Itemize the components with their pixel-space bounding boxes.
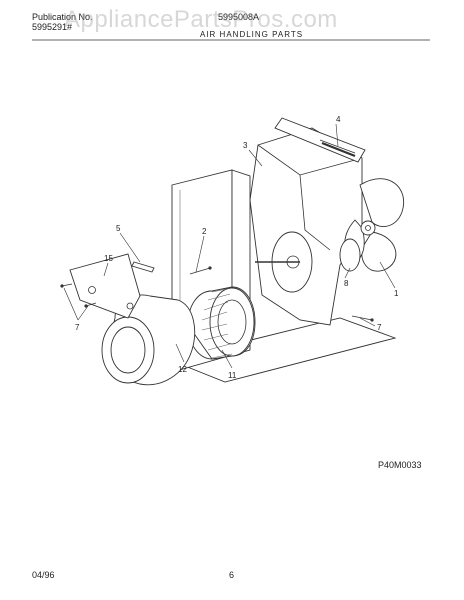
leader-lines xyxy=(63,123,396,369)
motor xyxy=(339,238,361,272)
model-number: 5995008A xyxy=(218,12,260,22)
part-label-3: 3 xyxy=(243,141,248,150)
base-plate xyxy=(168,317,397,383)
publication-number: 5995291# xyxy=(32,22,73,32)
publication-label: Publication No. xyxy=(32,12,93,22)
clip xyxy=(131,261,155,273)
setscrew xyxy=(189,267,211,275)
part-label-5: 5 xyxy=(116,224,121,233)
part-label-7-right: 7 xyxy=(377,323,382,332)
section-title: AIR HANDLING PARTS xyxy=(200,30,304,39)
part-label-7-left: 7 xyxy=(75,323,80,332)
part-label-4: 4 xyxy=(336,115,341,124)
part-label-11: 11 xyxy=(228,371,237,380)
scroll-housing xyxy=(249,127,363,326)
part-label-2: 2 xyxy=(202,227,207,236)
diagram-code: P40M0033 xyxy=(378,460,422,470)
blower-wheel xyxy=(187,286,256,360)
part-label-12: 12 xyxy=(178,365,187,374)
part-label-1: 1 xyxy=(394,289,399,298)
fan-blade xyxy=(344,178,404,272)
mounting-bracket xyxy=(69,253,141,319)
footer-page-number: 6 xyxy=(229,570,235,580)
screws xyxy=(60,283,374,322)
watermark-logo: AppliancePartsPros.com xyxy=(64,6,338,33)
blower-housing xyxy=(101,294,196,386)
footer-date: 04/96 xyxy=(32,570,55,580)
part-label-15: 15 xyxy=(104,254,113,263)
part-label-8: 8 xyxy=(344,279,349,288)
